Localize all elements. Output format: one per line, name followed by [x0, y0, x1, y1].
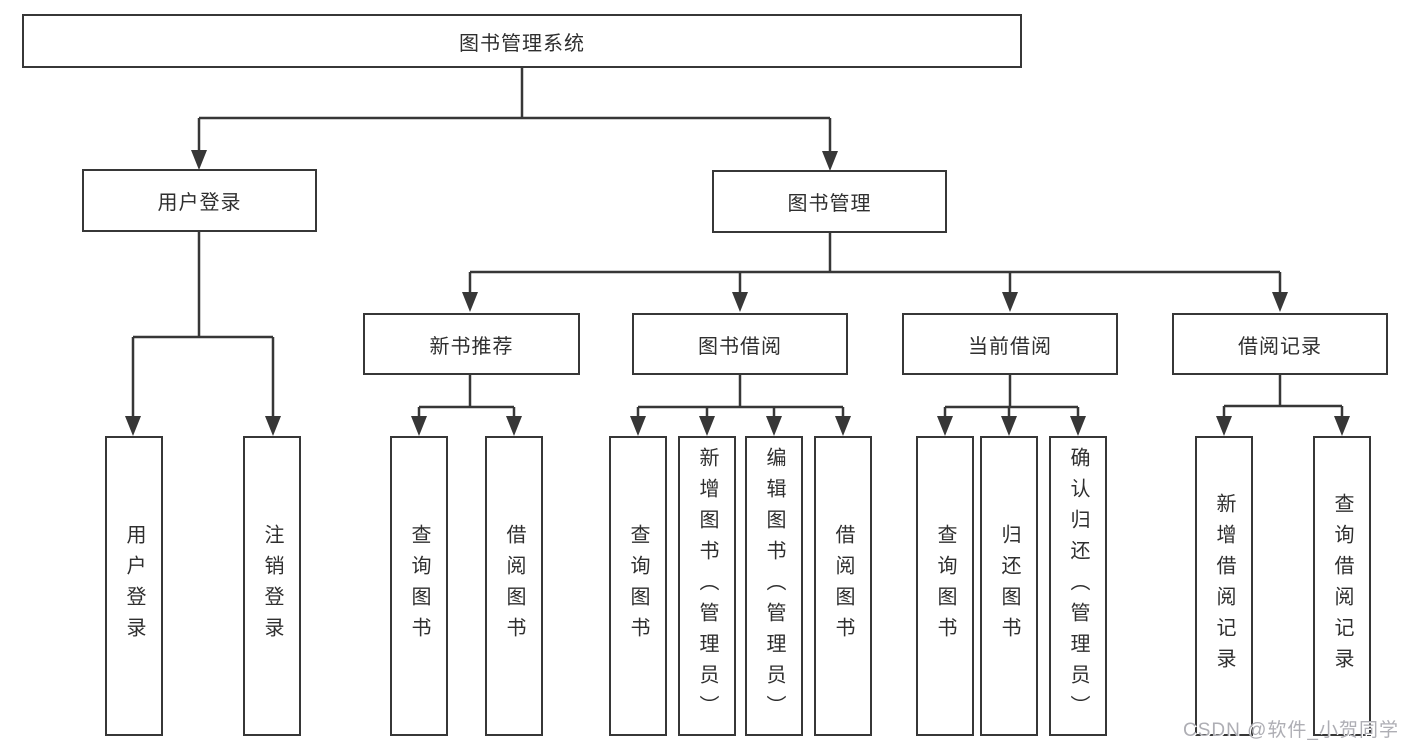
leaf-return-books: 归还图书 — [980, 436, 1038, 736]
node-current-borrowing: 当前借阅 — [902, 313, 1118, 375]
leaf-search-borrow-record: 查询借阅记录 — [1313, 436, 1371, 736]
node-label: 查询图书 — [627, 524, 649, 648]
node-label: 借阅图书 — [503, 524, 525, 648]
node-label: 新增借阅记录 — [1213, 493, 1235, 679]
csdn-watermark: CSDN @软件_小贺同学 — [1183, 720, 1399, 741]
node-label: 当前借阅 — [968, 335, 1052, 358]
node-label: 查询借阅记录 — [1331, 493, 1353, 679]
node-label: 查询图书 — [408, 524, 430, 648]
node-label: 归还图书 — [998, 524, 1020, 648]
node-label: 图书借阅 — [698, 335, 782, 358]
node-library-system: 图书管理系统 — [22, 14, 1022, 68]
node-new-book-recommendation: 新书推荐 — [363, 313, 580, 375]
leaf-search-books-recommend: 查询图书 — [390, 436, 448, 736]
leaf-confirm-return-admin: 确认归还（管理员） — [1049, 436, 1107, 736]
node-label: 新书推荐 — [429, 335, 514, 358]
node-label: 用户登录 — [123, 524, 145, 648]
node-book-borrowing: 图书借阅 — [632, 313, 848, 375]
leaf-user-login: 用户登录 — [105, 436, 163, 736]
leaf-add-borrow-record: 新增借阅记录 — [1195, 436, 1253, 736]
node-label: 查询图书 — [934, 524, 956, 648]
leaf-search-books-borrow: 查询图书 — [609, 436, 667, 736]
node-label: 新增图书（管理员） — [696, 446, 718, 726]
node-label: 借阅图书 — [832, 524, 854, 648]
node-user-login: 用户登录 — [82, 169, 317, 232]
node-label: 图书管理系统 — [459, 32, 585, 55]
leaf-edit-books-admin: 编辑图书（管理员） — [745, 436, 803, 736]
node-borrowing-records: 借阅记录 — [1172, 313, 1388, 375]
node-book-management: 图书管理 — [712, 170, 947, 233]
arrowhead-icons — [125, 150, 1350, 436]
node-label: 借阅记录 — [1238, 335, 1322, 358]
node-label: 编辑图书（管理员） — [763, 446, 785, 726]
node-label: 用户登录 — [157, 192, 242, 214]
leaf-search-books-current: 查询图书 — [916, 436, 974, 736]
leaf-add-books-admin: 新增图书（管理员） — [678, 436, 736, 736]
leaf-borrow-books: 借阅图书 — [814, 436, 872, 736]
node-label: 注销登录 — [261, 524, 283, 648]
node-label: 确认归还（管理员） — [1067, 446, 1089, 726]
node-label: 图书管理 — [787, 193, 872, 215]
leaf-borrow-books-recommend: 借阅图书 — [485, 436, 543, 736]
leaf-logout: 注销登录 — [243, 436, 301, 736]
